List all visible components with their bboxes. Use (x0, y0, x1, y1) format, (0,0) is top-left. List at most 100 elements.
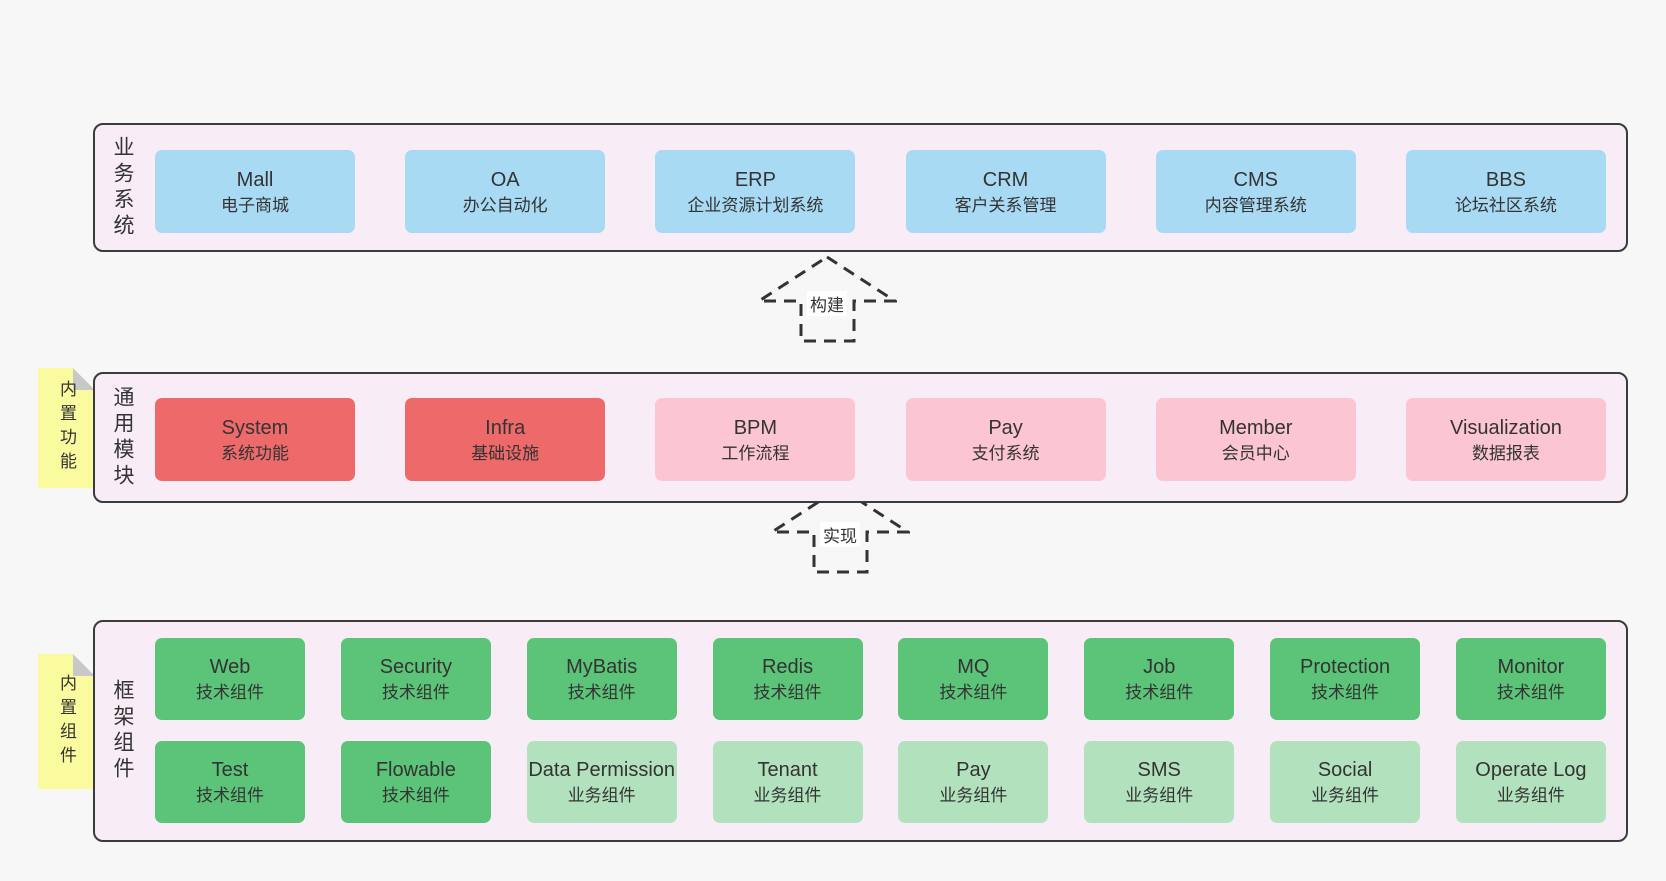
box-bbs: BBS 论坛社区系统 (1405, 150, 1606, 233)
box-redis: Redis 技术组件 (712, 638, 863, 720)
box-title: Visualization (1449, 416, 1562, 439)
layer-label-common-modules: 通用模块 (111, 385, 134, 490)
box-operate-log: Operate Log 业务组件 (1455, 741, 1606, 823)
box-title: BPM (733, 416, 778, 439)
box-title: Security (379, 656, 452, 679)
box-title: SMS (1137, 759, 1181, 782)
box-title: CRM (982, 168, 1029, 191)
box-subtitle: 技术组件 (939, 683, 1008, 703)
box-subtitle: 办公自动化 (462, 195, 548, 215)
box-subtitle: 技术组件 (381, 786, 450, 806)
box-member: Member 会员中心 (1155, 398, 1356, 481)
layer-label-business-systems: 业务系统 (111, 135, 134, 240)
box-subtitle: 技术组件 (753, 683, 822, 703)
box-title: MQ (957, 656, 990, 679)
box-protection: Protection 技术组件 (1270, 638, 1421, 720)
box-title: Test (211, 759, 249, 782)
common-modules-row: System 系统功能 Infra 基础设施 BPM 工作流程 Pay 支付系统… (95, 374, 1626, 481)
box-oa: OA 办公自动化 (405, 150, 606, 233)
sticky-note-label: 内置功能 (57, 380, 76, 476)
box-title: Infra (485, 416, 526, 439)
up-arrow-icon (770, 486, 910, 574)
arrow-label-build: 构建 (807, 291, 847, 316)
layer-label-framework-components: 框架组件 (111, 679, 134, 783)
box-mq: MQ 技术组件 (898, 638, 1049, 720)
box-title: Mall (236, 168, 274, 191)
box-title: Protection (1300, 656, 1391, 679)
box-infra: Infra 基础设施 (405, 398, 606, 481)
box-pay: Pay 支付系统 (905, 398, 1106, 481)
box-title: Redis (761, 656, 814, 679)
box-subtitle: 技术组件 (567, 683, 636, 703)
business-systems-row: Mall 电子商城 OA 办公自动化 ERP 企业资源计划系统 CRM 客户关系… (95, 125, 1626, 233)
box-title: Pay (956, 759, 991, 782)
box-system: System 系统功能 (155, 398, 355, 481)
box-mall: Mall 电子商城 (155, 150, 355, 233)
box-title: Tenant (757, 759, 818, 782)
box-test: Test 技术组件 (155, 741, 305, 823)
layer-common-modules: 通用模块 System 系统功能 Infra 基础设施 BPM 工作流程 Pay… (93, 372, 1628, 503)
box-title: Pay (988, 416, 1023, 439)
box-title: CMS (1233, 168, 1278, 191)
box-subtitle: 数据报表 (1471, 443, 1540, 463)
box-subtitle: 会员中心 (1221, 443, 1290, 463)
box-subtitle: 技术组件 (196, 786, 264, 806)
box-bpm: BPM 工作流程 (655, 398, 856, 481)
box-subtitle: 客户关系管理 (954, 195, 1057, 215)
box-subtitle: 工作流程 (721, 443, 790, 463)
up-arrow-implement: 实现 (770, 485, 910, 575)
box-subtitle: 电子商城 (221, 195, 289, 215)
box-title: Monitor (1497, 656, 1565, 679)
box-subtitle: 技术组件 (381, 683, 450, 703)
box-title: ERP (734, 168, 776, 191)
box-title: Flowable (375, 759, 456, 782)
box-job: Job 技术组件 (1084, 638, 1235, 720)
box-title: Data Permission (528, 759, 676, 782)
box-subtitle: 技术组件 (1496, 683, 1565, 703)
box-subtitle: 企业资源计划系统 (687, 195, 824, 215)
box-sms: SMS 业务组件 (1084, 741, 1235, 823)
box-security: Security 技术组件 (340, 638, 491, 720)
framework-components-row-2: Test 技术组件 Flowable 技术组件 Data Permission … (95, 720, 1626, 823)
box-title: Job (1143, 656, 1176, 679)
box-subtitle: 业务组件 (1311, 786, 1380, 806)
sticky-note-built-in-features: 内置功能 (38, 368, 95, 488)
box-title: Social (1317, 759, 1373, 782)
box-crm: CRM 客户关系管理 (905, 150, 1106, 233)
arrow-label-implement: 实现 (820, 522, 860, 547)
box-subtitle: 系统功能 (221, 443, 289, 463)
box-mybatis: MyBatis 技术组件 (526, 638, 677, 720)
box-title: System (221, 416, 289, 439)
layer-framework-components: 框架组件 Web 技术组件 Security 技术组件 MyBatis 技术组件… (93, 620, 1628, 842)
layer-business-systems: 业务系统 Mall 电子商城 OA 办公自动化 ERP 企业资源计划系统 CRM… (93, 123, 1628, 252)
up-arrow-build: 构建 (757, 254, 897, 344)
sticky-note-label: 内置组件 (57, 673, 76, 770)
box-visualization: Visualization 数据报表 (1405, 398, 1606, 481)
box-social: Social 业务组件 (1270, 741, 1421, 823)
box-subtitle: 业务组件 (939, 786, 1008, 806)
box-subtitle: 内容管理系统 (1204, 195, 1307, 215)
box-erp: ERP 企业资源计划系统 (655, 150, 856, 233)
box-subtitle: 论坛社区系统 (1454, 195, 1557, 215)
box-subtitle: 技术组件 (1311, 683, 1380, 703)
box-subtitle: 业务组件 (1125, 786, 1194, 806)
box-subtitle: 业务组件 (567, 786, 636, 806)
box-monitor: Monitor 技术组件 (1455, 638, 1606, 720)
box-title: Web (209, 656, 251, 679)
box-subtitle: 支付系统 (971, 443, 1040, 463)
box-subtitle: 技术组件 (1125, 683, 1194, 703)
box-flowable: Flowable 技术组件 (340, 741, 491, 823)
box-pay-business: Pay 业务组件 (898, 741, 1049, 823)
box-web: Web 技术组件 (155, 638, 305, 720)
box-title: BBS (1485, 168, 1526, 191)
box-subtitle: 基础设施 (471, 443, 540, 463)
box-title: OA (490, 168, 520, 191)
box-cms: CMS 内容管理系统 (1155, 150, 1356, 233)
box-tenant: Tenant 业务组件 (712, 741, 863, 823)
box-subtitle: 业务组件 (753, 786, 822, 806)
framework-components-row-1: Web 技术组件 Security 技术组件 MyBatis 技术组件 Redi… (95, 622, 1626, 720)
box-title: Member (1219, 416, 1293, 439)
box-title: MyBatis (566, 656, 638, 679)
sticky-note-built-in-components: 内置组件 (38, 654, 95, 789)
